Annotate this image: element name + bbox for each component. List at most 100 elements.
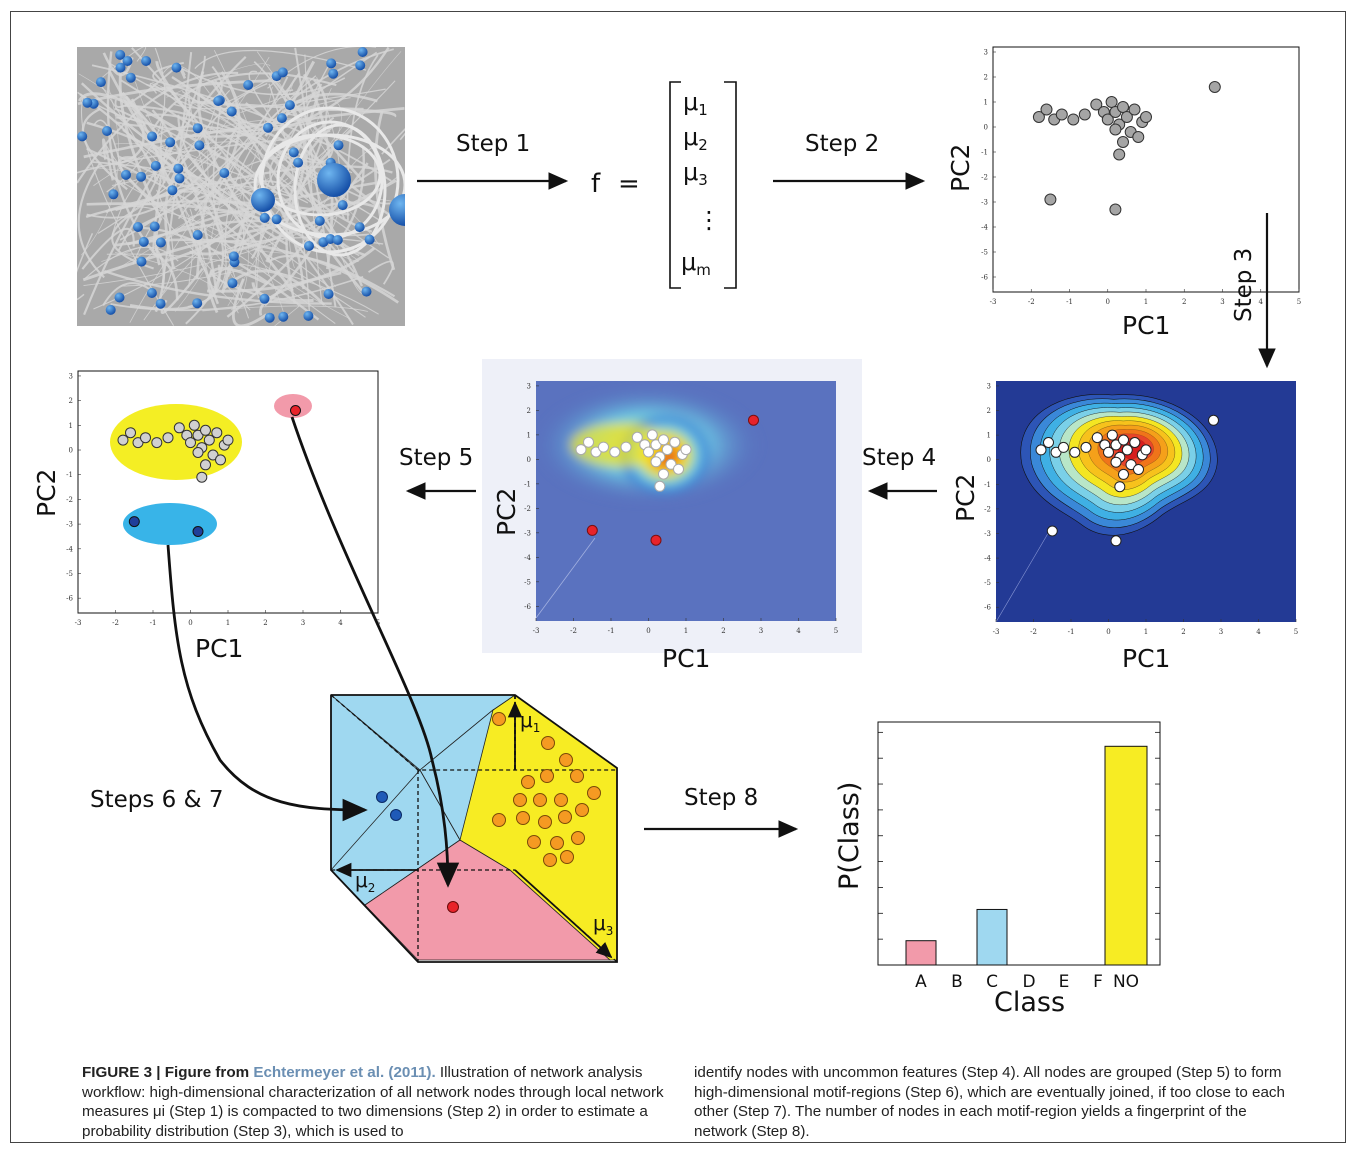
node-point: [673, 463, 684, 475]
motif-node: [560, 850, 574, 864]
y-tick-label: -6: [524, 603, 531, 611]
node-point: [215, 454, 226, 466]
x-tick-label: 1: [1144, 298, 1148, 306]
network-node: [138, 236, 149, 247]
network-node: [115, 62, 126, 73]
bar-category-label: B: [951, 972, 963, 992]
network-node: [165, 137, 176, 148]
x-tick-label: -3: [533, 627, 540, 635]
node-point: [1050, 446, 1062, 458]
node-point: [1109, 123, 1122, 136]
node-point: [207, 449, 219, 461]
node-point: [1091, 432, 1103, 444]
node-point: [211, 427, 223, 439]
outlier-xlabel: PC1: [662, 644, 710, 673]
node-point: [680, 444, 692, 456]
node-point: [200, 424, 211, 436]
figure-frame: [10, 11, 1346, 1143]
node-point: [650, 439, 662, 451]
focus-node: [317, 163, 351, 197]
y-tick-label: 3: [527, 382, 531, 390]
contour-ylabel: PC2: [951, 474, 980, 522]
x-tick-label: 1: [684, 627, 688, 635]
network-node: [133, 222, 143, 232]
motif-node: [543, 853, 557, 867]
x-tick-label: 2: [1181, 628, 1185, 636]
motif-node: [513, 793, 527, 807]
y-tick-label: -3: [984, 530, 991, 538]
node-point: [1105, 96, 1118, 108]
node-point: [661, 444, 673, 456]
node-point: [1132, 131, 1145, 143]
network-node: [227, 278, 238, 289]
x-tick-label: 5: [1297, 298, 1301, 306]
caption-text-1: Illustration of network analysis workflo…: [82, 1064, 664, 1140]
node-point: [1101, 113, 1114, 126]
motif-node: [516, 811, 530, 825]
x-tick-label: 0: [188, 619, 192, 627]
network-node: [102, 126, 112, 136]
node-point: [192, 447, 204, 458]
y-tick-label: -5: [984, 579, 991, 587]
network-node: [284, 100, 295, 111]
node-point: [1055, 108, 1068, 121]
network-node: [278, 311, 289, 322]
network-node: [325, 234, 336, 244]
network-node: [264, 312, 275, 323]
node-point: [620, 441, 632, 453]
x-tick-label: -1: [608, 627, 615, 635]
y-tick-label: -2: [524, 505, 531, 513]
outlier-ylabel: PC2: [492, 488, 521, 536]
motif-node: [550, 836, 564, 850]
feature-vector: f = μ1 μ2 μ3 ⋮ μm: [591, 81, 737, 289]
x-tick-label: 3: [1220, 298, 1224, 306]
node-point: [1106, 429, 1118, 441]
network-node: [136, 171, 147, 182]
node-point: [654, 480, 666, 492]
node-point: [151, 437, 163, 449]
node-point: [117, 434, 129, 446]
motif-node: [390, 809, 402, 821]
y-tick-label: 2: [984, 74, 988, 82]
y-tick-label: 0: [984, 124, 988, 132]
node-point: [1110, 439, 1122, 451]
node-point: [1121, 444, 1133, 456]
step3-label: Step 3: [1231, 248, 1257, 322]
motif-node: [447, 901, 459, 913]
node-point: [1110, 456, 1122, 468]
y-tick-label: -5: [66, 570, 73, 578]
y-tick-label: -4: [981, 224, 988, 232]
y-tick-label: 0: [527, 456, 531, 464]
caption-reference[interactable]: Echtermeyer et al. (2011).: [253, 1064, 436, 1081]
network-node: [333, 140, 344, 151]
x-tick-label: -1: [1068, 628, 1075, 636]
network-node: [219, 168, 230, 178]
x-tick-label: 1: [1144, 628, 1148, 636]
node-point: [125, 427, 136, 439]
motif-node: [571, 831, 585, 845]
motif-node: [533, 793, 547, 807]
network-node: [114, 292, 125, 303]
x-tick-label: 1: [226, 619, 230, 627]
x-tick-label: 4: [1259, 298, 1264, 306]
motif-node: [559, 753, 573, 767]
grouped-ylabel: PC2: [32, 469, 61, 517]
x-tick-label: -2: [570, 627, 577, 635]
vector-ellipsis: ⋮: [697, 206, 721, 234]
scatter-xlabel: PC1: [1122, 311, 1170, 340]
y-tick-label: -4: [66, 545, 73, 553]
network-node: [226, 106, 237, 117]
network-node: [192, 123, 203, 134]
node-point: [665, 458, 677, 470]
x-tick-label: -3: [993, 628, 1000, 636]
y-tick-label: -1: [66, 471, 73, 479]
x-tick-label: 0: [1106, 298, 1110, 306]
network-node: [125, 72, 136, 83]
y-tick-label: 0: [69, 447, 73, 455]
network-node: [332, 235, 343, 245]
node-point: [1114, 481, 1126, 493]
y-tick-label: 1: [984, 99, 988, 107]
